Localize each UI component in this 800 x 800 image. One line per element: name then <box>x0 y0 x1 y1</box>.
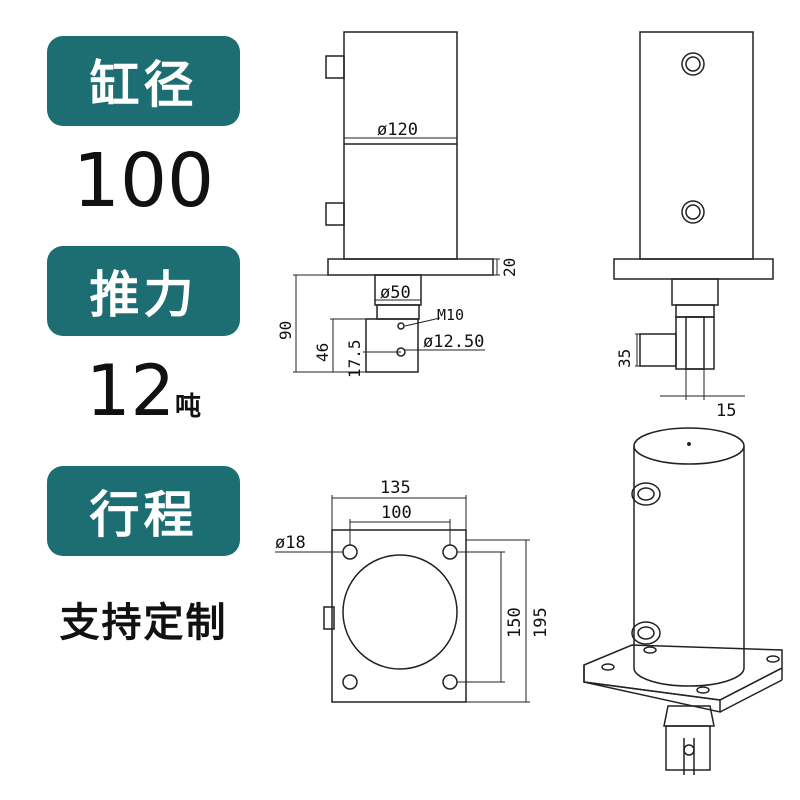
stroke-badge: 行程 <box>47 466 240 556</box>
iso-bolt-3 <box>766 655 780 663</box>
side-port-upper-inner <box>685 56 701 72</box>
iso-bolt-4 <box>643 646 657 654</box>
front-view <box>293 31 500 373</box>
side-body <box>639 31 754 260</box>
side-clevis <box>675 316 715 370</box>
iso-port-lower <box>631 621 661 645</box>
iso-bolt-2 <box>696 686 710 694</box>
iso-bolt-1 <box>601 663 615 671</box>
side-view <box>613 31 774 400</box>
dim-100-label: 100 <box>381 503 412 523</box>
iso-port-upper <box>631 482 661 506</box>
side-port-upper-outer <box>681 52 705 76</box>
stroke-value: 支持定制 <box>59 600 228 646</box>
dim-46-label: 46 <box>313 343 332 362</box>
dim-90-label: 90 <box>276 321 295 340</box>
bolt-hole-tl <box>342 544 358 560</box>
port-upper <box>325 55 345 79</box>
iso-pin <box>683 744 695 756</box>
thrust-badge: 推力 <box>47 246 240 336</box>
dim-20-label: 20 <box>500 258 519 277</box>
side-lug <box>639 333 677 367</box>
iso-clevis <box>665 725 711 771</box>
dim-18-label: ø18 <box>275 533 306 553</box>
thrust-value-group: 12吨 <box>47 350 240 432</box>
thrust-label: 推力 <box>89 266 198 324</box>
bolt-hole-br <box>442 674 458 690</box>
side-rod-neck <box>675 304 715 318</box>
bore-label: 缸径 <box>89 56 198 114</box>
stroke-label: 行程 <box>89 486 198 544</box>
dim-50-label: ø50 <box>380 283 411 303</box>
side-port-lower-outer <box>681 200 705 224</box>
flange <box>327 258 494 276</box>
clevis <box>365 318 419 373</box>
dim-120-label: ø120 <box>377 120 418 140</box>
dim-17-5-label: 17.5 <box>345 339 364 378</box>
bore-value: 100 <box>72 138 215 224</box>
port-lower <box>325 202 345 226</box>
dim-150-label: 150 <box>505 607 525 638</box>
bolt-hole-bl <box>342 674 358 690</box>
iso-cylinder-top <box>633 427 745 465</box>
iso-cylinder-bottom <box>633 667 745 687</box>
thrust-unit: 吨 <box>175 392 202 422</box>
rod-neck <box>376 304 420 320</box>
bore-badge: 缸径 <box>47 36 240 126</box>
flange-plate <box>331 529 467 703</box>
dim-15-label: 15 <box>716 401 736 421</box>
dim-35-label: 35 <box>615 349 634 368</box>
side-rod <box>671 278 719 306</box>
top-view <box>275 495 530 703</box>
side-slot <box>685 316 705 370</box>
pin-diameter-label: ø12.50 <box>423 332 484 352</box>
side-port-lower-inner <box>685 204 701 220</box>
thrust-value: 12 <box>85 350 176 432</box>
dim-135-label: 135 <box>380 478 411 498</box>
bolt-hole-tr <box>442 544 458 560</box>
thread-hole <box>397 322 405 330</box>
dim-195-label: 195 <box>531 607 551 638</box>
thread-label: M10 <box>437 306 464 324</box>
side-flange <box>613 258 774 280</box>
cylinder-body <box>343 31 458 260</box>
iso-flange-top <box>583 644 783 701</box>
isometric-view <box>583 427 783 775</box>
iso-rod <box>663 705 715 727</box>
top-port <box>323 606 335 630</box>
body-outline <box>342 554 458 670</box>
